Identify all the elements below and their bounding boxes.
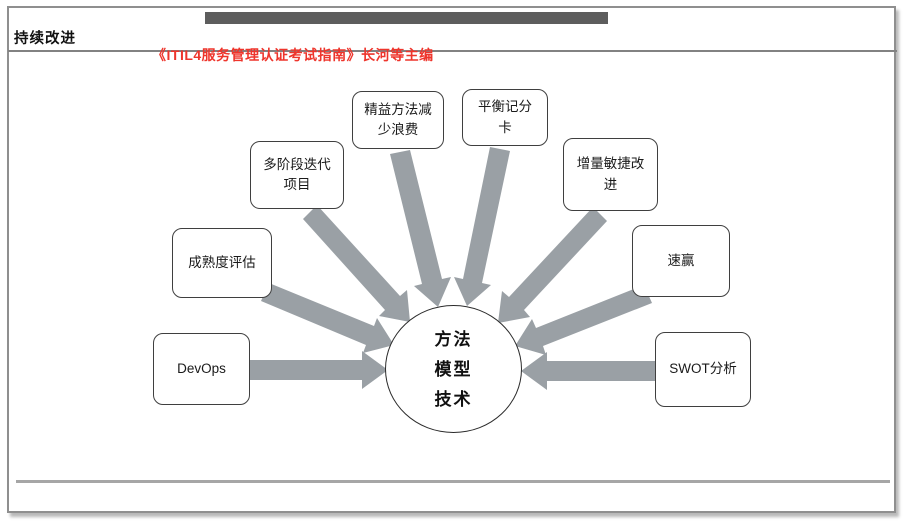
arrow-from-swot xyxy=(521,352,655,390)
center-line-2: 模型 xyxy=(434,359,473,379)
node-swot-analysis: SWOT分析 xyxy=(655,332,751,407)
center-line-3: 技术 xyxy=(434,389,473,409)
arrow-from-quickwin xyxy=(515,285,652,355)
node-quick-win: 速赢 xyxy=(632,225,730,297)
center-circle: 方法 模型 技术 xyxy=(385,305,522,433)
node-label: 多阶段迭代项目 xyxy=(263,156,331,192)
node-incremental-agile: 增量敏捷改进 xyxy=(563,138,658,211)
node-maturity-assessment: 成熟度评估 xyxy=(172,228,272,298)
node-devops: DevOps xyxy=(153,333,250,405)
node-balanced-scorecard: 平衡记分卡 xyxy=(462,89,548,146)
node-label: 平衡记分卡 xyxy=(478,99,532,135)
watermark-text: 《ITIL4服务管理认证考试指南》长河等主编 xyxy=(152,47,434,63)
node-label: 成熟度评估 xyxy=(188,254,256,270)
top-accent-bar xyxy=(205,12,608,24)
arrow-from-multistage xyxy=(303,205,410,322)
arrow-from-maturity xyxy=(261,283,394,353)
node-multistage-iterative: 多阶段迭代项目 xyxy=(250,141,344,209)
arrow-from-agile xyxy=(498,207,607,323)
node-label: 速赢 xyxy=(667,252,695,268)
arrow-from-bsc xyxy=(454,147,510,306)
node-label: DevOps xyxy=(177,360,226,376)
arrow-from-devops xyxy=(250,351,388,389)
page-title: 持续改进 xyxy=(14,31,76,47)
node-label: 精益方法减少浪费 xyxy=(364,101,432,137)
header-divider xyxy=(8,50,897,52)
node-lean-methods: 精益方法减少浪费 xyxy=(352,91,444,149)
arrow-from-lean xyxy=(390,150,451,307)
node-label: 增量敏捷改进 xyxy=(576,156,645,192)
node-label: SWOT分析 xyxy=(669,361,737,377)
center-line-1: 方法 xyxy=(434,329,473,349)
footer-divider xyxy=(16,480,890,483)
